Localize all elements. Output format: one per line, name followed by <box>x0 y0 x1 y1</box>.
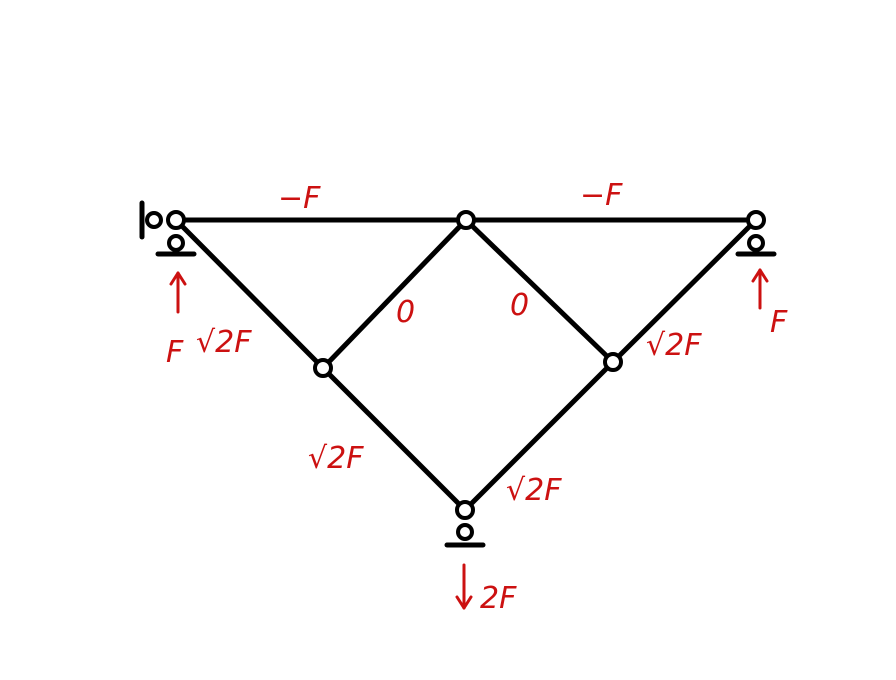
joint-right-middle <box>603 352 623 372</box>
label-top-right: −F <box>580 178 623 213</box>
label-bottom-reaction: 2F <box>480 581 517 616</box>
label-left-upper-diagonal: √2F <box>196 325 252 360</box>
label-top-left: −F <box>278 181 321 216</box>
member-right-lower-diagonal <box>462 359 616 513</box>
joint-right <box>746 210 766 230</box>
left-support <box>139 200 197 257</box>
member-inner-left <box>320 217 469 371</box>
label-left-reaction: F <box>166 335 184 370</box>
joint-top-middle <box>456 210 476 230</box>
label-right-reaction: F <box>770 305 788 340</box>
joint-bottom <box>455 500 475 520</box>
member-left-lower-diagonal <box>320 365 468 513</box>
truss-joints <box>166 210 766 520</box>
arrow-bottom-reaction <box>455 563 473 610</box>
right-support <box>735 234 777 257</box>
reaction-labels: F F 2F <box>166 305 788 616</box>
member-right-upper-diagonal <box>610 217 759 365</box>
label-left-lower-diagonal: √2F <box>308 441 364 476</box>
joint-left-middle <box>313 358 333 378</box>
label-inner-right: 0 <box>510 288 529 323</box>
label-right-upper-diagonal: √2F <box>646 328 702 363</box>
member-left-upper-diagonal <box>173 217 326 371</box>
member-inner-right <box>463 217 616 365</box>
label-inner-left: 0 <box>396 295 415 330</box>
label-right-lower-diagonal: √2F <box>506 473 562 508</box>
truss-members <box>173 217 759 513</box>
bottom-support <box>444 523 486 548</box>
arrow-right-reaction <box>751 268 769 310</box>
arrow-left-reaction <box>169 271 187 314</box>
member-force-labels: −F −F 0 0 √2F √2F √2F √2F <box>196 178 702 508</box>
joint-left <box>166 210 186 230</box>
reaction-arrows <box>169 268 769 610</box>
